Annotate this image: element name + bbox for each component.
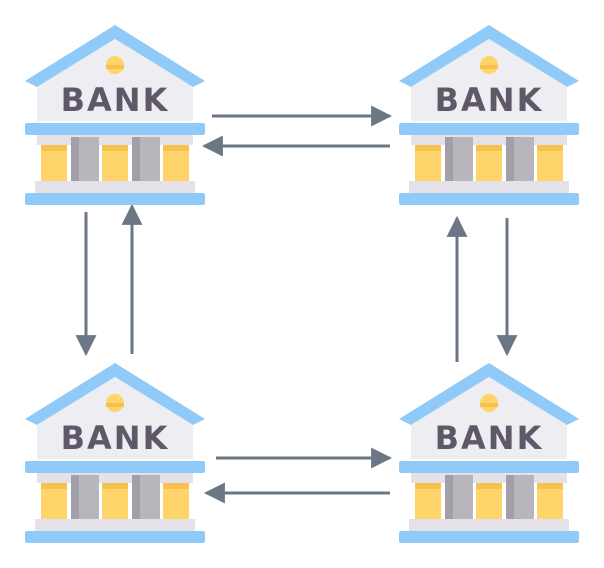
bank-label: BANK <box>61 419 170 457</box>
connection-arrows <box>75 105 518 504</box>
bank-top-left: BANK <box>25 25 205 205</box>
bank-label: BANK <box>435 419 544 457</box>
bank-top-right: BANK <box>399 25 579 205</box>
bank-label: BANK <box>435 81 544 119</box>
bank-bottom-right: BANK <box>399 363 579 543</box>
bank-bottom-left: BANK <box>25 363 205 543</box>
bank-label: BANK <box>61 81 170 119</box>
